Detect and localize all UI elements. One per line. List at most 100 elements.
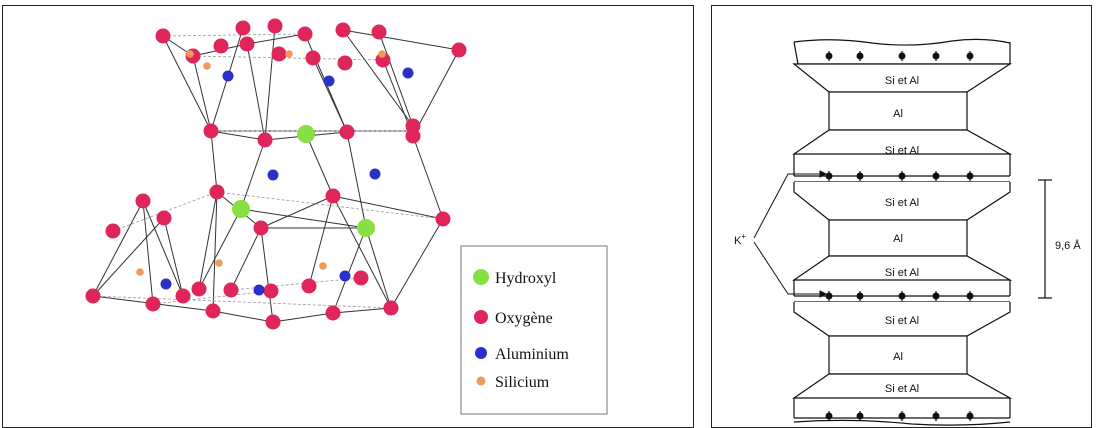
bond-lines — [92, 25, 460, 323]
sheet-label-2: Al — [893, 108, 903, 120]
oxygen-atom — [145, 296, 161, 312]
sheet-label-1: Si et Al — [885, 75, 919, 87]
oxygen-atom — [451, 42, 467, 58]
oxygen-atom — [435, 211, 451, 227]
dashed-bond-line — [152, 290, 272, 305]
legend-silicium-label: Silicium — [495, 374, 550, 391]
legend-hydroxyl-marker — [473, 269, 489, 285]
bond-line — [198, 208, 242, 290]
crystal-structure-diagram: Hydroxyl Oxygène Aluminium Silicium — [85, 18, 608, 415]
silicium-atom — [186, 50, 194, 58]
bond-line — [264, 25, 276, 141]
oxygen-atom — [223, 282, 239, 298]
oxygen-atom — [85, 288, 101, 304]
bond-line — [378, 31, 414, 127]
atoms — [85, 18, 467, 330]
bond-line — [142, 200, 184, 297]
aluminium-atom — [402, 67, 414, 79]
oxygen-atom — [156, 210, 172, 226]
oxygen-atom — [339, 124, 355, 140]
silicium-atom — [285, 50, 293, 58]
hydroxyl-atom — [357, 219, 375, 237]
dashed-bond-lines — [92, 33, 444, 309]
silicium-atom — [378, 50, 386, 58]
bond-line — [390, 218, 444, 309]
bond-line — [142, 200, 154, 305]
silicium-atom — [203, 62, 211, 70]
aluminium-atom — [323, 75, 335, 87]
legend-silicium-marker — [476, 376, 486, 386]
layer-stack-panel: Si et Al Al Si et Al Si et Al Al Si et A… — [711, 5, 1092, 428]
sheet-label-9: Si et Al — [885, 383, 919, 395]
sheet-label-6: Si et Al — [885, 267, 919, 279]
legend: Hydroxyl Oxygène Aluminium Silicium — [460, 245, 608, 415]
bond-line — [212, 191, 218, 312]
bond-line — [412, 135, 444, 220]
silicium-atom — [215, 259, 223, 267]
aluminium-atom — [160, 278, 172, 290]
spacing-bracket — [1038, 179, 1052, 299]
silicium-atom — [319, 262, 327, 270]
oxygen-atom — [135, 193, 151, 209]
bond-line — [210, 130, 218, 193]
oxygen-atom — [203, 123, 219, 139]
oxygen-atom — [257, 132, 273, 148]
bond-line — [332, 227, 367, 314]
legend-oxygen-marker — [474, 310, 488, 324]
potassium-ion-rows — [825, 51, 974, 421]
oxygen-atom — [155, 28, 171, 44]
bond-line — [305, 133, 334, 197]
sheet-label-7: Si et Al — [885, 315, 919, 327]
hydroxyl-atom — [232, 200, 250, 218]
oxygen-atom — [383, 300, 399, 316]
dashed-bond-line — [192, 55, 384, 61]
dashed-bond-line — [230, 277, 362, 291]
bond-line — [332, 195, 444, 220]
oxygen-atom — [305, 50, 321, 66]
bond-line — [312, 57, 348, 133]
dashed-bond-line — [162, 33, 306, 37]
bond-line — [342, 29, 460, 51]
aluminium-atom — [339, 270, 351, 282]
bond-line — [210, 130, 266, 141]
potassium-arrows — [753, 170, 828, 298]
aluminium-atom — [222, 70, 234, 82]
bond-line — [192, 55, 212, 132]
oxygen-atom — [175, 288, 191, 304]
crystal-structure-panel: Hydroxyl Oxygène Aluminium Silicium — [2, 5, 694, 428]
bond-line — [308, 195, 334, 287]
bond-line — [230, 227, 262, 291]
oxygen-atom — [301, 278, 317, 294]
oxygen-atom — [337, 55, 353, 71]
sheet-label-4: Si et Al — [885, 197, 919, 209]
oxygen-atom — [205, 303, 221, 319]
bond-line — [198, 191, 218, 290]
oxygen-atom — [267, 18, 283, 34]
oxygen-atom — [335, 22, 351, 38]
oxygen-atom — [105, 223, 121, 239]
bond-line — [346, 131, 367, 229]
legend-oxygen-label: Oxygène — [495, 310, 553, 327]
bond-line — [92, 200, 144, 297]
dashed-bond-line — [216, 191, 444, 220]
silicium-atom — [136, 268, 144, 276]
oxygen-atom — [325, 305, 341, 321]
oxygen-atom — [405, 118, 421, 134]
oxygen-atom — [265, 314, 281, 330]
sheet-label-5: Al — [893, 233, 903, 245]
legend-aluminium-label: Aluminium — [495, 346, 569, 363]
oxygen-atom — [239, 36, 255, 52]
bond-line — [240, 208, 367, 229]
bond-line — [365, 227, 392, 309]
bond-line — [240, 139, 266, 210]
oxygen-atom — [297, 26, 313, 42]
oxygen-atom — [325, 188, 341, 204]
oxygen-atom — [263, 283, 279, 299]
bond-line — [332, 195, 392, 309]
oxygen-atom — [253, 220, 269, 236]
aluminium-atom — [369, 168, 381, 180]
potassium-label: K+ — [734, 232, 746, 247]
bond-line — [272, 312, 334, 323]
oxygen-atom — [371, 24, 387, 40]
oxygen-atom — [271, 46, 287, 62]
